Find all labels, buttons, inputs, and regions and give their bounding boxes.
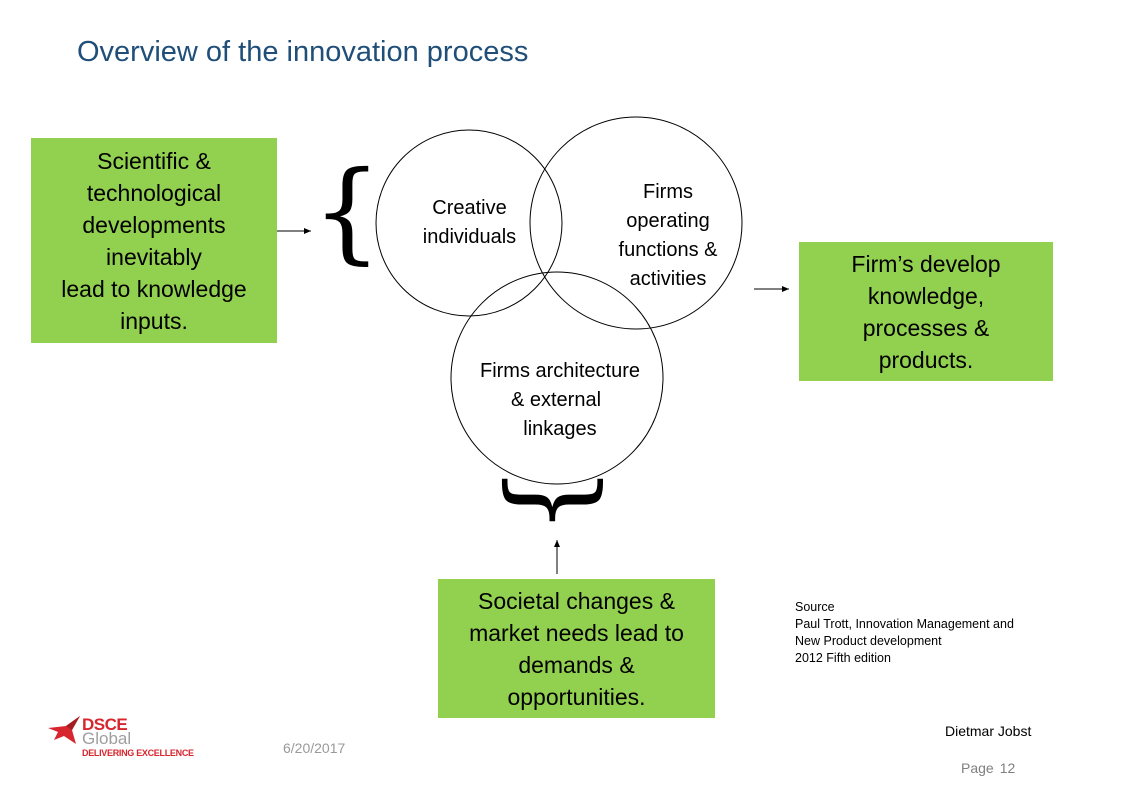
circle-firms-architecture bbox=[450, 271, 664, 485]
logo-bird-icon bbox=[48, 716, 80, 744]
brace-bottom: { bbox=[483, 465, 611, 535]
box-line: processes & bbox=[862, 314, 990, 341]
circle-line: Creative bbox=[432, 197, 507, 219]
circle-firms-operating bbox=[529, 116, 743, 330]
page-value: 12 bbox=[999, 760, 1016, 776]
logo-tagline: DELIVERING EXCELLENCE bbox=[82, 748, 194, 758]
source-line: Paul Trott, Innovation Management and bbox=[795, 617, 1014, 631]
logo-name-2: Global bbox=[82, 729, 132, 748]
logo-name: DSCE bbox=[82, 715, 128, 734]
box-line: demands & bbox=[518, 651, 635, 678]
circle-line: Firms bbox=[643, 181, 693, 203]
label-firms-operating: Firms operating functions & activities bbox=[600, 178, 736, 294]
box-line: Firm’s develop bbox=[851, 250, 1001, 277]
brace-left: { bbox=[312, 147, 382, 275]
circle-creative-individuals bbox=[375, 129, 563, 317]
slide-title: Overview of the innovation process bbox=[77, 36, 529, 68]
source-line: New Product development bbox=[795, 634, 942, 648]
box-line: market needs lead to bbox=[469, 619, 684, 646]
page-label: Page bbox=[961, 760, 994, 776]
circle-line: & external bbox=[510, 389, 602, 411]
box-line: products. bbox=[878, 346, 974, 373]
circle-line: individuals bbox=[422, 226, 517, 248]
circle-line: activities bbox=[629, 268, 707, 290]
page-number: Page 12 bbox=[961, 760, 1021, 776]
box-line: inevitably bbox=[106, 243, 202, 270]
source-note: Source Paul Trott, Innovation Management… bbox=[795, 599, 1014, 667]
box-line: technological bbox=[86, 179, 222, 206]
box-line: opportunities. bbox=[507, 683, 646, 710]
circle-line: Firms architecture bbox=[479, 360, 641, 382]
circle-line: operating bbox=[626, 210, 710, 232]
output-box-firm: Firm’s develop knowledge, processes & pr… bbox=[799, 242, 1053, 381]
source-line: Source bbox=[795, 600, 835, 614]
label-firms-architecture: Firms architecture & external linkages bbox=[460, 357, 660, 444]
input-box-societal: Societal changes & market needs lead to … bbox=[438, 579, 715, 718]
circle-line: linkages bbox=[523, 418, 597, 440]
box-line: Societal changes & bbox=[478, 587, 675, 614]
box-line: inputs. bbox=[120, 307, 188, 334]
box-line: Scientific & bbox=[97, 147, 211, 174]
box-line: lead to knowledge bbox=[61, 275, 247, 302]
source-line: 2012 Fifth edition bbox=[795, 651, 891, 665]
slide-date: 6/20/2017 bbox=[283, 740, 346, 756]
label-creative-individuals: Creative individuals bbox=[397, 194, 542, 252]
company-logo: DSCE Global DELIVERING EXCELLENCE bbox=[46, 714, 196, 764]
circle-line: functions & bbox=[618, 239, 718, 261]
input-box-scientific: Scientific & technological developments … bbox=[31, 138, 277, 343]
box-line: knowledge, bbox=[867, 282, 985, 309]
box-line: developments bbox=[82, 211, 226, 238]
author-name: Dietmar Jobst bbox=[945, 723, 1032, 739]
